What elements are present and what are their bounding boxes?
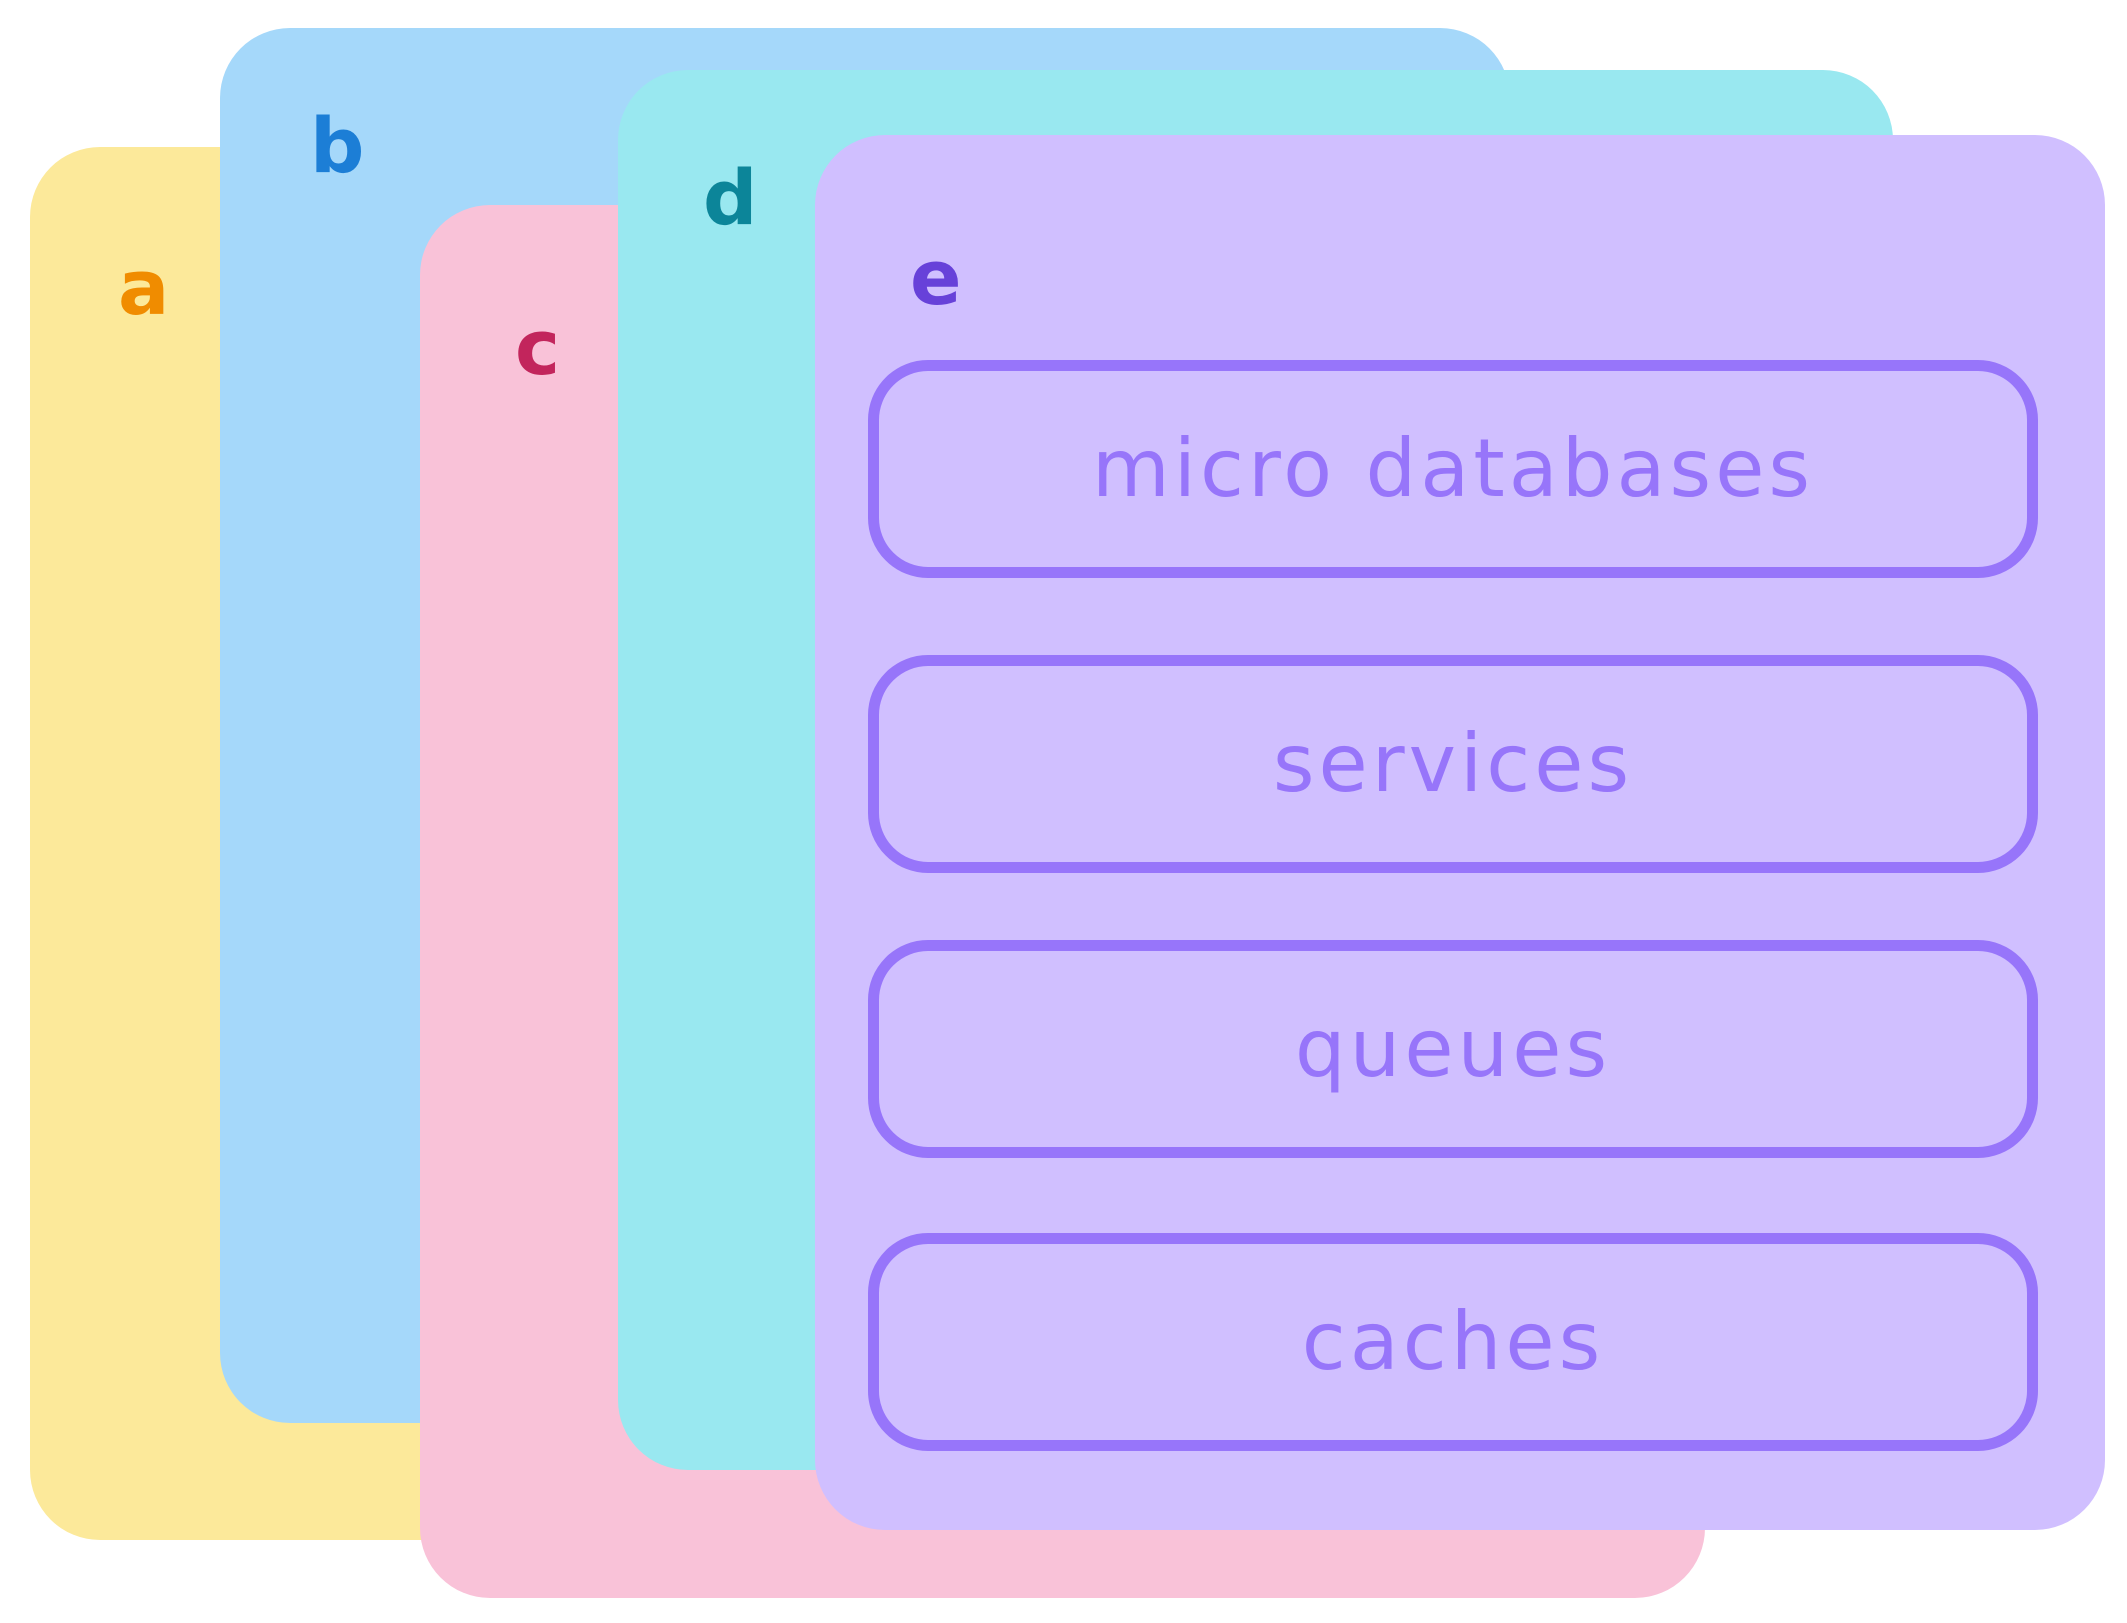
item-label: caches	[1301, 1295, 1605, 1388]
item-box-queues: queues	[868, 940, 2038, 1158]
item-label: services	[1272, 717, 1634, 810]
card-e-label: e	[910, 233, 962, 322]
card-b-label: b	[310, 101, 365, 190]
item-box-caches: caches	[868, 1233, 2038, 1451]
card-d-label: d	[703, 153, 758, 242]
item-label: queues	[1294, 1002, 1612, 1095]
item-box-services: services	[868, 655, 2038, 873]
item-label: micro databases	[1091, 422, 1815, 515]
item-box-micro-databases: micro databases	[868, 360, 2038, 578]
card-c-label: c	[515, 303, 561, 392]
card-a-label: a	[118, 243, 170, 332]
